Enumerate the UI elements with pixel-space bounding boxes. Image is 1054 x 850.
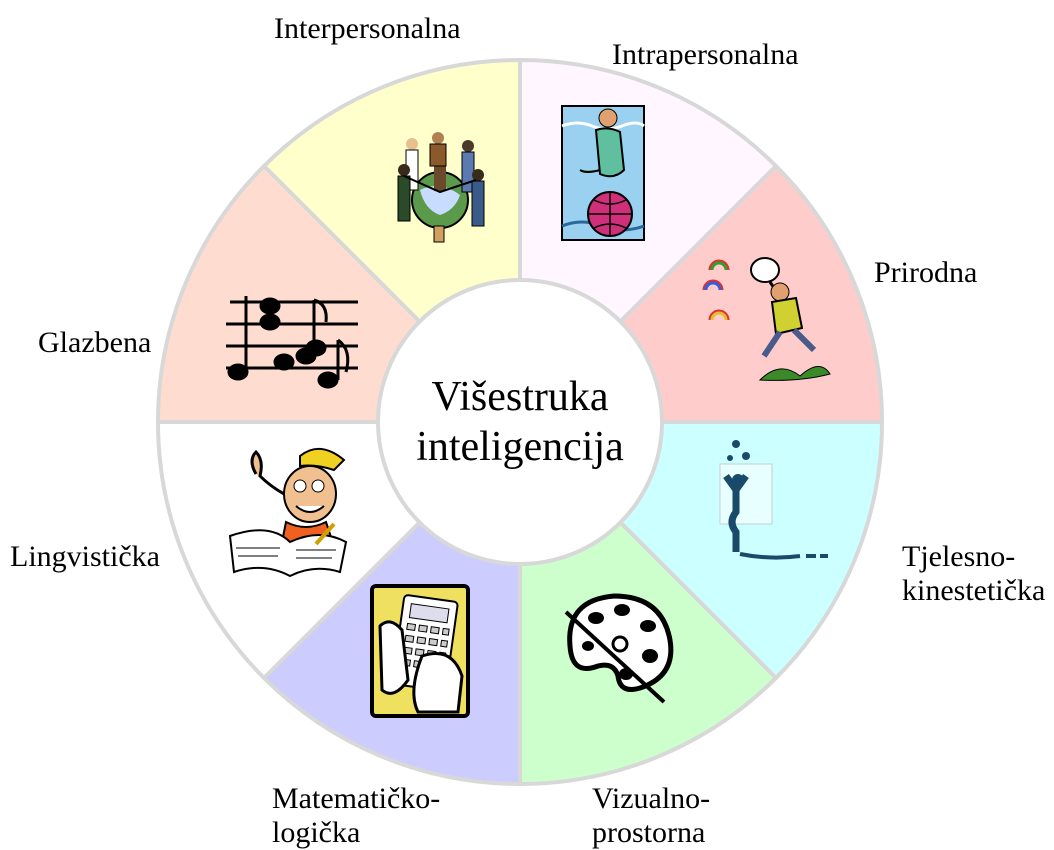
label-glazbena-text: Glazbena	[38, 326, 152, 359]
label-interpersonalna-text: Interpersonalna	[274, 12, 461, 45]
label-prirodna: Prirodna	[874, 256, 977, 290]
label-matematicko-line2: logička	[272, 816, 361, 849]
paint-palette-icon	[564, 593, 674, 704]
center-title-line1: Višestruka	[431, 374, 609, 420]
butterfly-catcher-icon	[702, 257, 831, 381]
label-vizualno-line1: Vizualno-	[592, 782, 711, 815]
label-intrapersonalna: Intrapersonalna	[612, 38, 799, 72]
juggler-unicycle-icon	[719, 440, 828, 560]
person-sitting-on-globe-icon	[561, 105, 645, 241]
label-vizualno-line2: prostorna	[592, 816, 706, 849]
label-vizualno: Vizualno- prostorna	[592, 782, 710, 850]
label-tjelesno-line2: kinestetička	[902, 574, 1046, 607]
calculator-icon	[370, 584, 470, 718]
label-lingvisticka-text: Lingvistička	[10, 540, 160, 573]
label-matematicko-line1: Matematičko-	[272, 782, 441, 815]
label-lingvisticka: Lingvistička	[10, 540, 160, 574]
label-intrapersonalna-text: Intrapersonalna	[612, 38, 799, 71]
center-title-line2: inteligencija	[416, 424, 624, 470]
label-tjelesno: Tjelesno- kinestetička	[902, 540, 1045, 608]
label-interpersonalna: Interpersonalna	[274, 12, 461, 46]
boy-writing-icon	[228, 448, 348, 578]
music-notes-icon	[226, 296, 358, 389]
center-circle	[376, 278, 664, 566]
label-prirodna-text: Prirodna	[874, 256, 978, 289]
center-title: Višestruka inteligencija	[380, 372, 660, 472]
label-tjelesno-line1: Tjelesno-	[902, 540, 1016, 573]
label-matematicko: Matematičko- logička	[272, 782, 440, 850]
label-glazbena: Glazbena	[38, 326, 151, 360]
people-around-globe-icon	[397, 132, 485, 243]
